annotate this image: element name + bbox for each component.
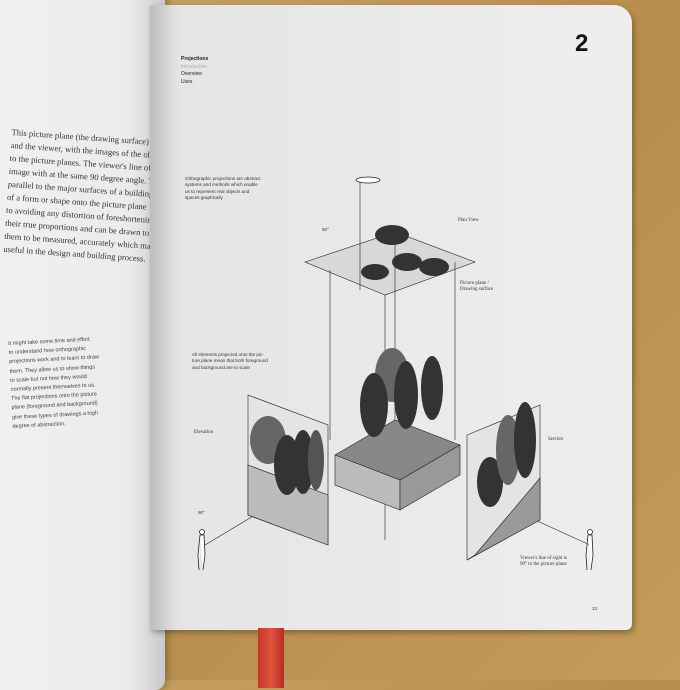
text-line: and background are to scale — [192, 364, 250, 370]
tree — [477, 457, 503, 507]
tree — [514, 402, 536, 478]
viewer-figure-right — [585, 534, 594, 571]
plan-view-plane — [304, 231, 476, 296]
text-line: All elements projected onto the pic- — [192, 352, 264, 357]
chapter-number: 2 — [575, 30, 589, 57]
caption-top: Orthographic projections are abstract sy… — [185, 176, 261, 202]
tree-plan — [375, 225, 409, 245]
text-line: Viewer's line of sight is — [520, 556, 567, 561]
text-line: spaces graphically — [185, 195, 223, 201]
trees — [250, 225, 536, 507]
angle-label-left: 90° — [198, 510, 205, 515]
tree — [496, 415, 520, 485]
section-nav: Projections Introduction Overview Uses — [181, 56, 208, 86]
viewer-figure-left — [197, 534, 206, 571]
picture-plane-label: Picture plane / Drawing surface — [460, 281, 493, 294]
tree — [292, 430, 314, 494]
page-number: 33 — [592, 606, 598, 611]
left-page — [0, 0, 165, 690]
nav-item: Uses — [181, 78, 193, 85]
caption-mid: All elements projected onto the pic- tur… — [192, 352, 268, 371]
angle-label-top: 90° — [322, 227, 329, 232]
text-line: systems and methods which enable — [185, 182, 258, 188]
nav-item: Introduction — [181, 63, 208, 70]
text-line: Picture plane / — [460, 281, 489, 286]
section-label: Section — [548, 437, 563, 442]
plan-view-label: Plan View — [458, 218, 479, 223]
viewer-head — [587, 529, 593, 535]
tree-plan — [361, 264, 389, 280]
eye-icon — [355, 176, 381, 184]
line-of-sight-label: Viewer's line of sight is 90° to the pic… — [520, 556, 567, 569]
text-line: Drawing surface — [460, 287, 494, 293]
text-line: ture plane mean that both foreground — [192, 358, 268, 364]
nav-title: Projections — [181, 56, 209, 62]
tree — [308, 430, 324, 490]
nav-item: Overview — [181, 71, 202, 77]
tree-plan — [419, 258, 449, 276]
tree — [421, 356, 443, 420]
text-line: us to represent real objects and — [185, 188, 250, 194]
tree — [394, 361, 418, 429]
elevation-label: Elevation — [194, 430, 214, 435]
text-line: 90° to the picture plane — [520, 562, 567, 568]
bookmark-ribbon — [258, 628, 284, 688]
text-line: Orthographic projections are abstract — [185, 176, 261, 181]
tree-plan — [392, 253, 422, 271]
tree — [360, 373, 388, 437]
right-page — [150, 5, 632, 630]
viewer-head — [199, 529, 205, 535]
